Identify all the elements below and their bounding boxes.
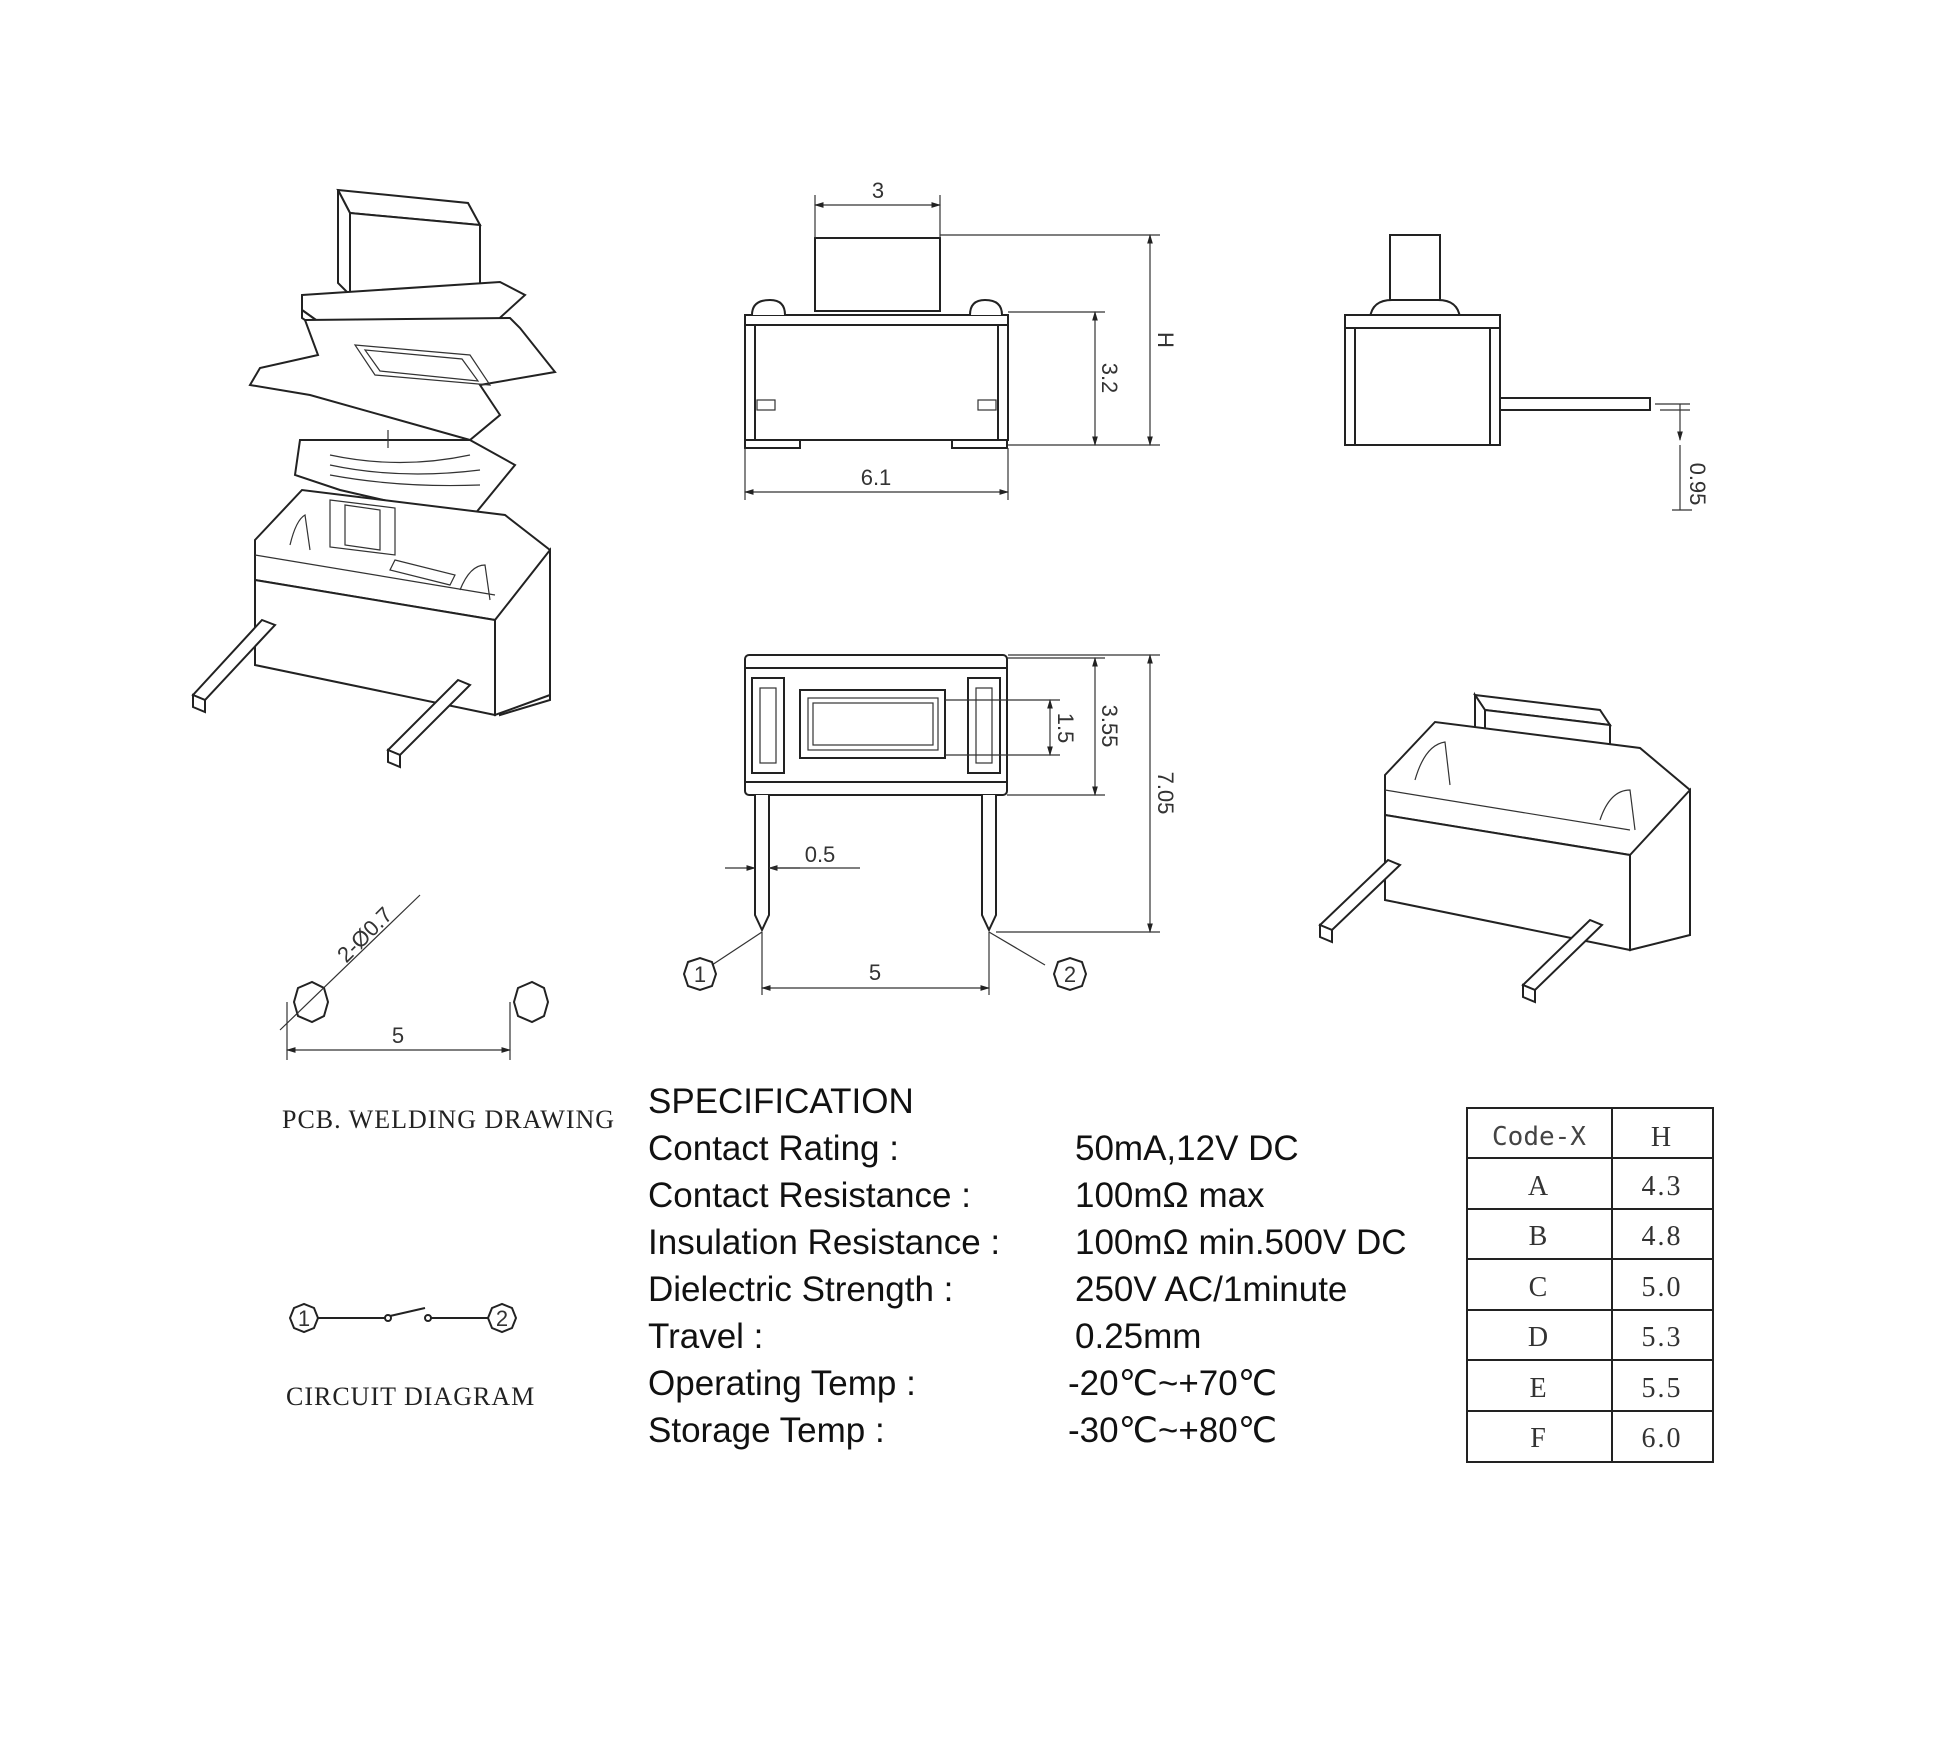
dim-pitch: 5 xyxy=(869,960,881,985)
spec-value-travel: 0.25mm xyxy=(1075,1317,1201,1356)
dim-body-width: 6.1 xyxy=(861,465,892,490)
pin-2-label: 2 xyxy=(1064,962,1076,987)
frame xyxy=(248,316,557,442)
dim-total: 7.05 xyxy=(1153,772,1178,815)
pcb-caption: PCB. WELDING DRAWING xyxy=(282,1105,615,1134)
spec-label-insulation-resistance: Insulation Resistance : xyxy=(648,1223,1000,1262)
spec-value-contact-rating: 50mA,12V DC xyxy=(1075,1129,1299,1168)
circuit-pin-2-label: 2 xyxy=(496,1306,508,1331)
dim-depth: 3.55 xyxy=(1097,705,1122,748)
spec-value-storage-temp: -30℃~+80℃ xyxy=(1068,1411,1277,1450)
table-h-e: 5.5 xyxy=(1642,1373,1683,1404)
dim-body-height: 3.2 xyxy=(1097,363,1122,394)
spec-label-operating-temp: Operating Temp : xyxy=(648,1364,916,1403)
table-h-f: 6.0 xyxy=(1642,1423,1683,1454)
table-h-c: 5.0 xyxy=(1642,1272,1683,1303)
spec-value-insulation-resistance: 100mΩ min.500V DC xyxy=(1075,1223,1407,1262)
dim-height-h: H xyxy=(1153,332,1178,348)
front-view: 3 H 3.2 6.1 xyxy=(744,178,1178,500)
table-h-d: 5.3 xyxy=(1642,1322,1683,1353)
table-code-f: F xyxy=(1530,1423,1548,1454)
spec-label-storage-temp: Storage Temp : xyxy=(648,1411,885,1450)
spec-title: SPECIFICATION xyxy=(648,1082,914,1121)
pcb-hole-2 xyxy=(512,980,550,1024)
code-table: Code-X H A 4.3 B 4.8 C 5.0 D 5.3 E 5.5 F… xyxy=(1466,1107,1714,1463)
bottom-view: 1.5 3.55 7.05 0.5 5 1 2 xyxy=(682,654,1178,995)
table-header-code: Code-X xyxy=(1492,1122,1586,1152)
pcb-pitch: 5 xyxy=(392,1023,404,1048)
pin-2-marker xyxy=(1052,956,1088,992)
dim-window: 1.5 xyxy=(1053,713,1078,744)
circuit-pin-1 xyxy=(288,1302,320,1334)
table-code-c: C xyxy=(1529,1272,1550,1303)
pcb-hole-label: 2-Ø0.7 xyxy=(332,902,397,967)
spec-label-contact-rating: Contact Rating : xyxy=(648,1129,899,1168)
pcb-welding-drawing: 2-Ø0.7 5 PCB. WELDING DRAWING xyxy=(279,894,615,1134)
table-h-a: 4.3 xyxy=(1642,1171,1683,1202)
dim-button-width: 3 xyxy=(872,178,884,203)
circuit-pin-1-label: 1 xyxy=(298,1306,310,1331)
spec-value-dielectric-strength: 250V AC/1minute xyxy=(1075,1270,1347,1309)
pin-1-marker xyxy=(682,956,718,992)
assembled-view xyxy=(1318,691,1691,1004)
table-code-e: E xyxy=(1529,1373,1548,1404)
exploded-view xyxy=(191,188,557,769)
leads xyxy=(191,618,472,769)
circuit-caption: CIRCUIT DIAGRAM xyxy=(286,1382,535,1411)
spec-label-travel: Travel : xyxy=(648,1317,763,1356)
base-housing xyxy=(254,488,551,717)
circuit-diagram: 1 2 CIRCUIT DIAGRAM xyxy=(286,1302,535,1411)
table-header-h: H xyxy=(1651,1122,1673,1153)
circuit-pin-2 xyxy=(486,1302,518,1334)
table-code-d: D xyxy=(1528,1322,1550,1353)
spec-value-contact-resistance: 100mΩ max xyxy=(1075,1176,1265,1215)
table-code-b: B xyxy=(1529,1221,1550,1252)
spec-label-contact-resistance: Contact Resistance : xyxy=(648,1176,971,1215)
table-code-a: A xyxy=(1528,1171,1550,1202)
table-h-b: 4.8 xyxy=(1642,1221,1683,1252)
pin-1-label: 1 xyxy=(694,962,706,987)
specification: SPECIFICATION Contact Rating : 50mA,12V … xyxy=(648,1082,1407,1450)
dim-lead-thickness: 0.95 xyxy=(1685,463,1710,506)
side-view: 0.95 xyxy=(1344,234,1710,511)
pcb-hole-1 xyxy=(292,980,330,1024)
spec-value-operating-temp: -20℃~+70℃ xyxy=(1068,1364,1277,1403)
spring-dome xyxy=(293,430,517,522)
dim-lead-width: 0.5 xyxy=(805,842,836,867)
spec-label-dielectric-strength: Dielectric Strength : xyxy=(648,1270,953,1309)
